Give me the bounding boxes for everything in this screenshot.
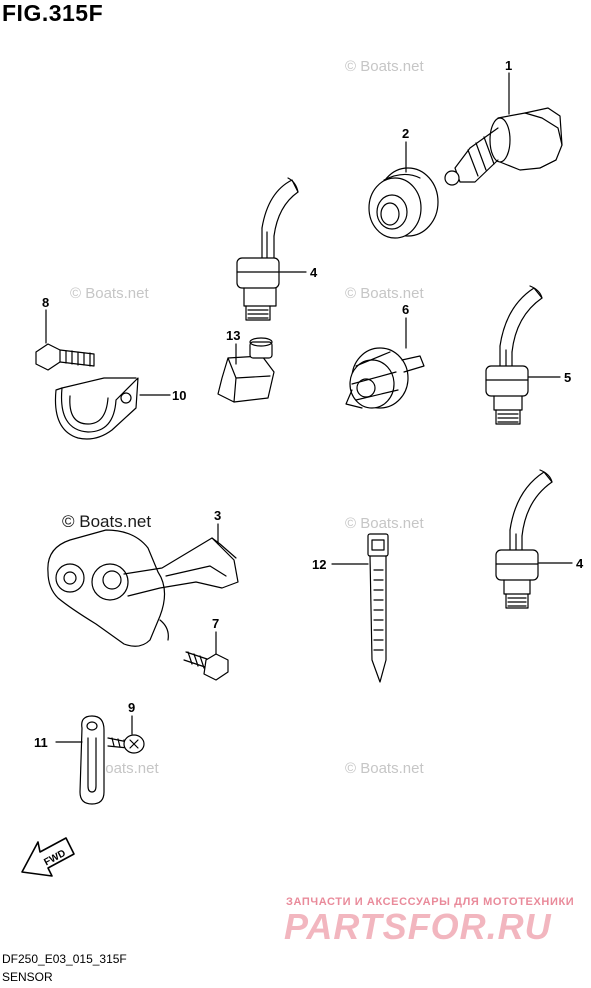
fwd-arrow-icon: [21, 837, 75, 877]
callout-11: 11: [34, 735, 48, 750]
watermark: © Boats.net: [345, 285, 424, 302]
callout-7: 7: [212, 616, 219, 631]
callout-12: 12: [312, 557, 326, 572]
watermark: © Boats.net: [345, 760, 424, 777]
callout-6: 6: [402, 302, 409, 317]
callout-13: 13: [226, 328, 240, 343]
callout-1: 1: [505, 58, 512, 73]
callout-2: 2: [402, 126, 409, 141]
part-9-screw: [107, 734, 145, 754]
part-1-sensor: [444, 107, 563, 186]
callout-4-upper: 4: [310, 265, 318, 280]
section-label: SENSOR: [2, 970, 53, 984]
part-10-clamp: [54, 377, 139, 440]
watermark: © Boats.net: [345, 515, 424, 532]
part-13-clip: [217, 337, 275, 403]
callout-10: 10: [172, 388, 186, 403]
banner-tagline: ЗАПЧАСТИ И АКСЕССУАРЫ ДЛЯ МОТОТЕХНИКИ: [286, 896, 575, 908]
callout-8: 8: [42, 295, 49, 310]
part-2-grommet: [368, 167, 439, 239]
figure-title: FIG.315F: [2, 0, 104, 26]
part-4-sensor-upper: [236, 177, 299, 321]
part-4-sensor-lower: [495, 469, 553, 609]
watermark: © Boats.net: [345, 58, 424, 75]
watermark-prominent: © Boats.net: [62, 512, 152, 531]
part-6-knock-sensor: [345, 347, 425, 409]
banner-logo: PARTSFOR.RU: [284, 906, 552, 947]
callout-3: 3: [214, 508, 221, 523]
callout-9: 9: [128, 700, 135, 715]
callout-5: 5: [564, 370, 571, 385]
callout-4-lower: 4: [576, 556, 584, 571]
part-5-sensor: [485, 285, 543, 425]
part-3-sensor-lever: [47, 529, 239, 647]
part-12-cable-tie: [367, 533, 389, 683]
part-8-bolt: [35, 343, 95, 371]
part-7-bolt: [183, 651, 229, 681]
watermark: © Boats.net: [70, 285, 149, 302]
part-11-bracket: [79, 715, 105, 805]
figure-code: DF250_E03_015_315F: [2, 952, 127, 966]
